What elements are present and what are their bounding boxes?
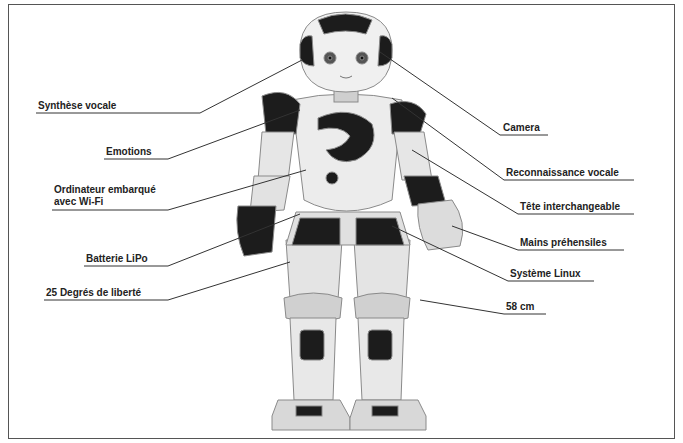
part-label: Camera: [503, 122, 563, 134]
part-label: Synthèse vocale: [38, 100, 188, 112]
part-label: Tête interchangeable: [520, 201, 660, 213]
part-label: Mains préhensiles: [520, 237, 650, 249]
part-label: Reconnaissance vocale: [506, 167, 656, 179]
part-label: Emotions: [106, 146, 196, 158]
part-label: Batterie LiPo: [86, 253, 186, 265]
part-label: 25 Degrés de liberté: [46, 287, 186, 299]
part-label: Ordinateur embarqué avec Wi-Fi: [54, 184, 166, 208]
leader-lines: [36, 52, 634, 314]
frame: [9, 5, 675, 439]
robot: [237, 12, 463, 430]
part-label: 58 cm: [506, 301, 566, 313]
part-label: Système Linux: [510, 268, 630, 280]
